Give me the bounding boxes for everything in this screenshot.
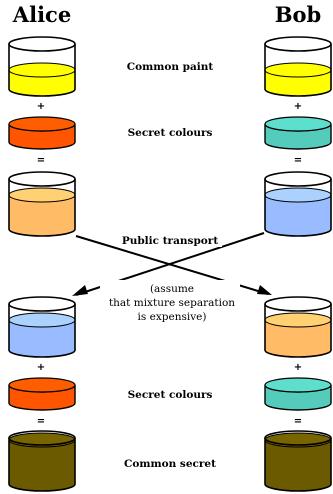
beaker-base bbox=[264, 88, 332, 97]
bob-common-secret-beaker bbox=[264, 430, 332, 492]
secret-colours-label-top: Secret colours bbox=[128, 127, 213, 139]
disc-top bbox=[264, 116, 332, 132]
alice-common-secret-beaker bbox=[8, 430, 76, 492]
disc-top bbox=[8, 116, 76, 132]
liquid-surface bbox=[8, 62, 76, 78]
liquid-surface bbox=[264, 187, 332, 203]
bob-plus-top: + bbox=[294, 101, 302, 112]
note-line-1: (assume bbox=[150, 283, 194, 295]
beaker-base bbox=[8, 349, 76, 358]
beaker-base bbox=[8, 88, 76, 97]
liquid-surface bbox=[8, 312, 76, 328]
bob-secret-colour-disc bbox=[264, 116, 332, 150]
bob-label: Bob bbox=[275, 2, 321, 27]
alice-label: Alice bbox=[12, 2, 71, 27]
beaker-rim bbox=[264, 171, 332, 187]
beaker-base bbox=[264, 349, 332, 358]
liquid bbox=[265, 195, 331, 236]
alice-received-mixture-beaker bbox=[8, 296, 76, 358]
common-secret-label: Common secret bbox=[124, 458, 216, 470]
bob-mixture-beaker bbox=[264, 171, 332, 237]
bob-equals-top: = bbox=[294, 155, 302, 166]
liquid-surface bbox=[264, 62, 332, 78]
liquid-surface bbox=[264, 312, 332, 328]
bob-common-paint-beaker bbox=[264, 36, 332, 97]
alice-equals-top: = bbox=[37, 155, 45, 166]
liquid-surface bbox=[8, 187, 76, 203]
beaker-rim bbox=[8, 430, 76, 446]
liquid bbox=[265, 440, 331, 491]
beaker-rim bbox=[264, 36, 332, 52]
arrowhead-to-alice bbox=[72, 285, 88, 296]
arrowhead-to-bob bbox=[257, 285, 272, 295]
liquid bbox=[9, 440, 75, 491]
bob-received-mixture-beaker bbox=[264, 296, 332, 358]
beaker-rim bbox=[8, 36, 76, 52]
alice-plus-top: + bbox=[37, 101, 45, 112]
liquid bbox=[9, 320, 75, 357]
alice-common-paint-beaker bbox=[8, 36, 76, 97]
bob-equals-bottom: = bbox=[294, 416, 302, 427]
alice-mixture-beaker bbox=[8, 171, 76, 237]
alice-secret-colour-disc-bottom bbox=[8, 377, 76, 411]
beaker-rim bbox=[264, 430, 332, 446]
secret-colours-label-bottom: Secret colours bbox=[128, 389, 213, 401]
beaker-base bbox=[264, 483, 332, 492]
common-paint-label: Common paint bbox=[127, 61, 214, 73]
public-transport-label: Public transport bbox=[122, 235, 219, 247]
disc-top bbox=[264, 377, 332, 393]
beaker-rim bbox=[8, 296, 76, 312]
note-line-3: is expensive) bbox=[138, 311, 207, 323]
liquid bbox=[265, 320, 331, 357]
liquid bbox=[9, 195, 75, 236]
beaker-base bbox=[8, 483, 76, 492]
note-line-2: that mixture separation bbox=[109, 297, 235, 309]
alice-equals-bottom: = bbox=[37, 416, 45, 427]
beaker-rim bbox=[8, 171, 76, 187]
alice-secret-colour-disc bbox=[8, 116, 76, 150]
beaker-base bbox=[8, 228, 76, 237]
bob-plus-bottom: + bbox=[294, 362, 302, 373]
alice-plus-bottom: + bbox=[37, 362, 45, 373]
beaker-base bbox=[264, 228, 332, 237]
bob-secret-colour-disc-bottom bbox=[264, 377, 332, 411]
disc-top bbox=[8, 377, 76, 393]
beaker-rim bbox=[264, 296, 332, 312]
